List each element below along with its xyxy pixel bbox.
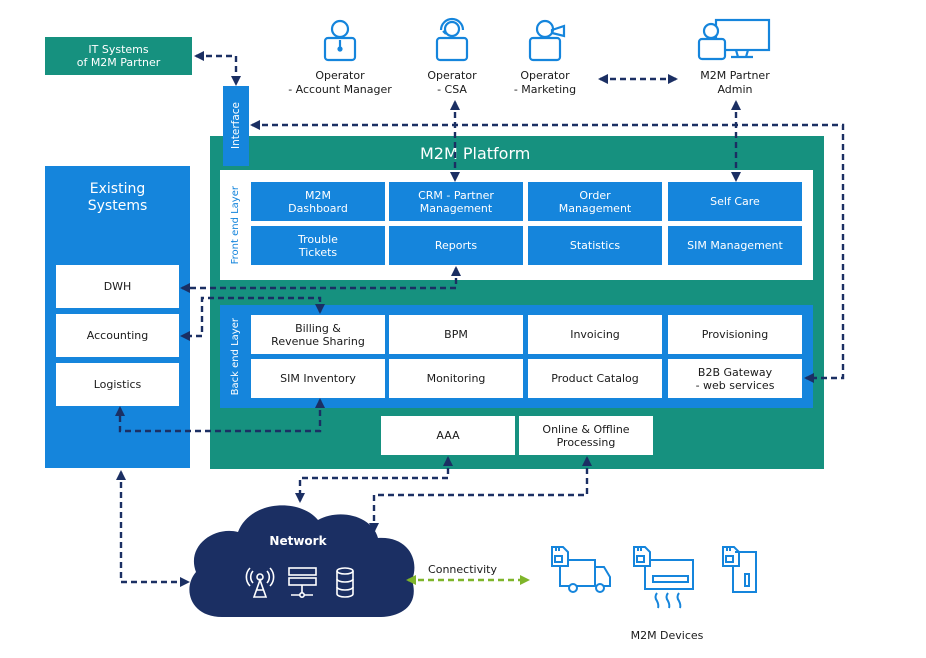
connector-billing-accounting	[179, 296, 326, 342]
person-megaphone-icon	[528, 19, 566, 62]
existing-system-accounting: Accounting	[56, 314, 179, 357]
actor-account-manager-label: Operator - Account Manager	[288, 69, 392, 96]
connector-interface-b2b	[249, 119, 845, 384]
connectors	[114, 50, 845, 588]
interface-box: Interface	[223, 86, 249, 166]
actor-csa-label: Operator - CSA	[427, 69, 477, 96]
person-tie-icon	[323, 19, 357, 62]
connector-reports-dwh	[179, 265, 462, 294]
connector-aaa-network	[294, 455, 454, 504]
connector-it-interface	[193, 50, 242, 87]
connector-existing-network	[115, 469, 191, 588]
existing-system-dwh: DWH	[56, 265, 179, 308]
network-cloud	[189, 505, 415, 617]
air-conditioner-sim-icon	[633, 546, 694, 609]
meter-sim-icon	[722, 546, 757, 593]
module-online-offline-processing: Online & Offline Processing	[519, 416, 653, 455]
actor-marketing-label: Operator - Marketing	[513, 69, 577, 96]
server-icon	[288, 567, 317, 598]
truck-sim-icon	[551, 546, 611, 593]
existing-systems-title: Existing Systems	[87, 181, 148, 214]
actor-partner-admin-label: M2M Partner Admin	[700, 69, 770, 96]
connectivity-label: Connectivity	[428, 562, 497, 576]
devices-label: M2M Devices	[630, 628, 704, 642]
it-systems-label: IT Systems of M2M Partner	[76, 43, 161, 69]
network-label: Network	[269, 534, 327, 548]
database-icon	[336, 567, 354, 598]
person-headset-icon	[435, 17, 469, 62]
it-systems-box: IT Systems of M2M Partner	[45, 37, 192, 75]
person-monitor-icon	[697, 18, 771, 61]
connector-siminventory-logistics	[114, 397, 326, 433]
connector-processing-network	[368, 455, 593, 534]
antenna-tower-icon	[245, 567, 275, 598]
module-aaa: AAA	[381, 416, 515, 455]
